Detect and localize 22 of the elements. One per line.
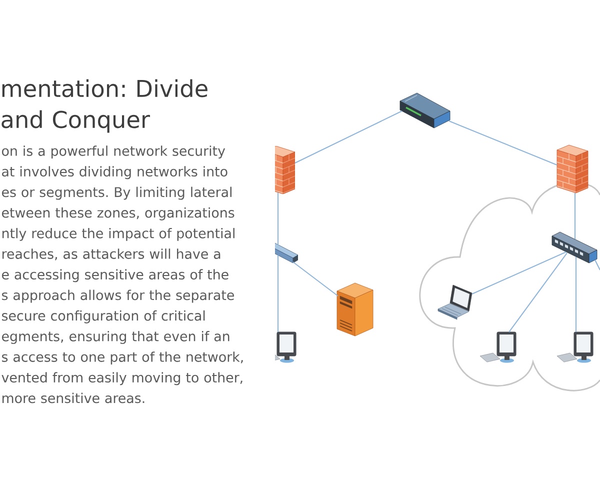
switch-icon [552,232,598,264]
connection-line [594,260,600,270]
laptop-icon [438,284,472,320]
paragraph: on is a powerful network security at involves dividing networks into es or segments. By limiting lateral etween these zones, organizations ntly reduce the impact of potential reaches, as attackers will have a e accessing sensitive areas of the s approach allows for the separate secure configuration of critical egments, ensuring that even if an s access to one part of the network, vented from easily moving to other, more sensitive areas. [2,146,243,404]
connection-line [575,257,577,332]
firewall-icon [556,144,588,194]
cloud-outline [419,182,600,392]
connection-line [292,262,338,296]
router-icon [400,92,450,128]
heading: mentation: Divide and Conquer [2,79,208,133]
connection-line [277,255,279,332]
connection-line [448,120,558,166]
connection-line [277,192,279,245]
desktop-icon [275,332,296,363]
firewall-icon [275,146,295,194]
connection-line [508,252,568,332]
desktop-icon [556,332,594,363]
server-icon [336,282,374,336]
connection-line [472,252,566,294]
connection-line [574,193,576,239]
desktop-icon [480,332,516,363]
connection-line [294,110,402,164]
